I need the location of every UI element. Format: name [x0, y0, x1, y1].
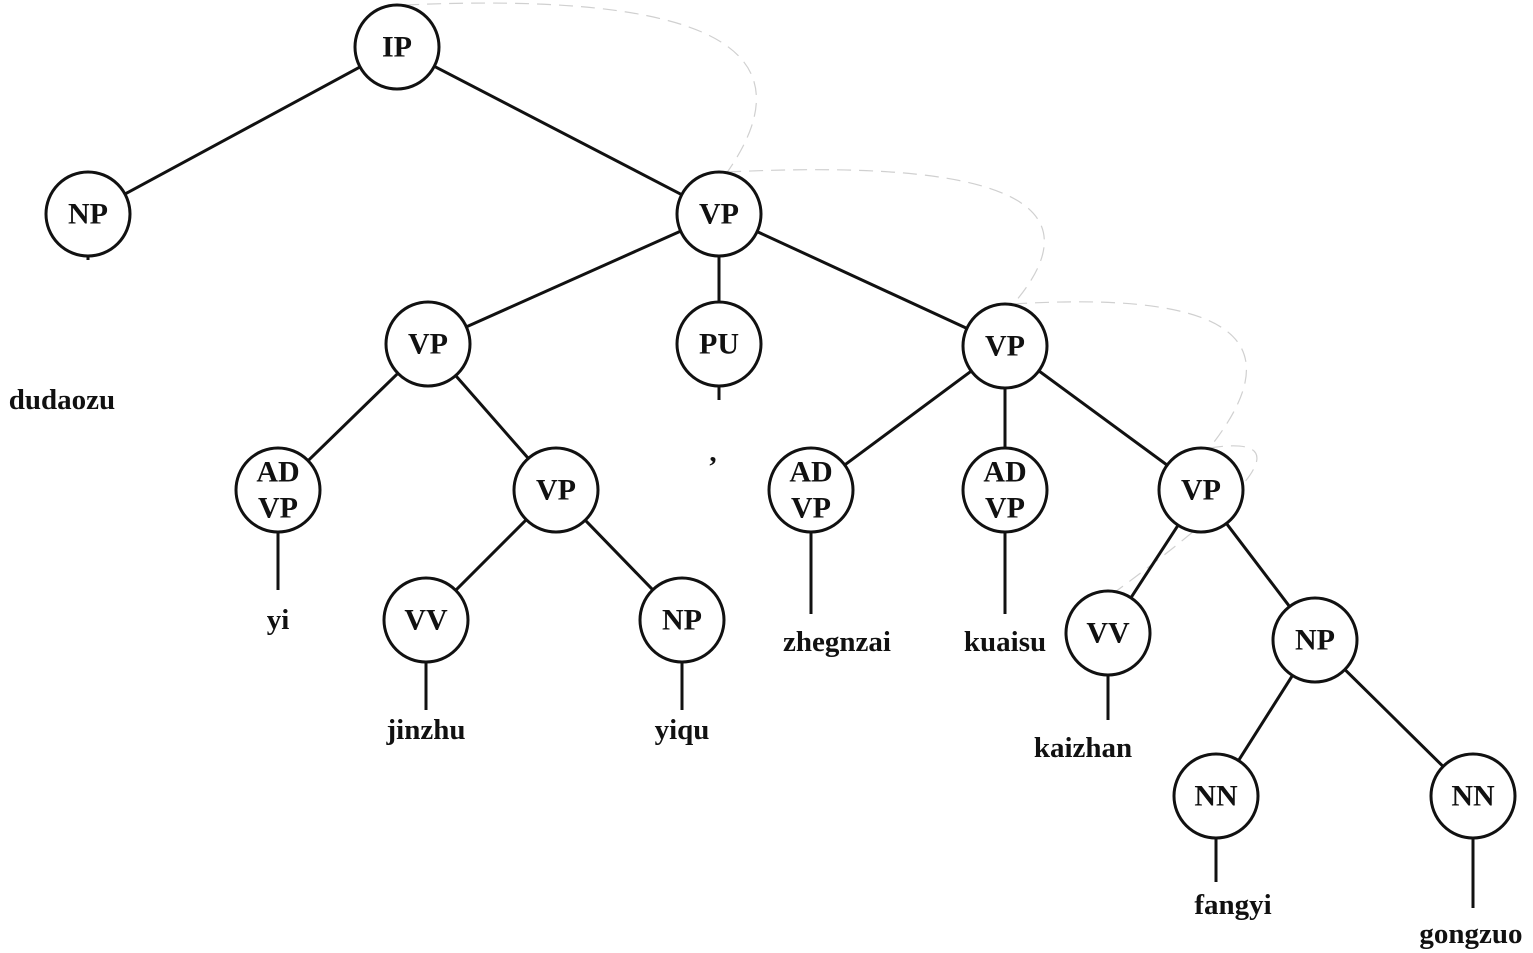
node-nn2: NN: [1429, 752, 1517, 840]
node-label: NN: [1451, 780, 1495, 813]
edge-vp2-advp1: [307, 372, 399, 462]
node-label: NP: [1295, 624, 1335, 657]
node-nn1: NN: [1172, 752, 1260, 840]
node-np3: NP: [1271, 596, 1359, 684]
edge-vp4-np2: [584, 519, 654, 591]
edge-vp5-np3: [1225, 522, 1291, 608]
node-label: VP: [258, 492, 298, 525]
leaf-word: ,: [709, 436, 716, 468]
edge-np3-nn2: [1343, 668, 1445, 768]
leaf-word: jinzhu: [386, 714, 466, 746]
leaf-word: zhegnzai: [783, 626, 891, 658]
head-arc-vp3: [1012, 301, 1248, 449]
leaf-word: gongzuo: [1419, 918, 1522, 950]
node-label: VV: [1086, 617, 1130, 650]
node-circle: [512, 446, 600, 534]
node-vp5: VP: [1157, 446, 1245, 534]
node-circle: [384, 300, 472, 388]
leaf-word: yi: [267, 604, 290, 636]
node-label: VP: [985, 330, 1025, 363]
leaf-word: kuaisu: [964, 626, 1046, 658]
node-circle: [353, 3, 441, 91]
node-label: NN: [1194, 780, 1238, 813]
node-vp1: VP: [675, 170, 763, 258]
node-label: AD: [256, 456, 299, 489]
node-circle: [1271, 596, 1359, 684]
node-label: VP: [408, 328, 448, 361]
node-ip: IP: [353, 3, 441, 91]
node-label: IP: [382, 31, 412, 64]
node-vp3: VP: [961, 302, 1049, 390]
edge-vp1-vp2: [465, 229, 682, 329]
node-circle: [961, 302, 1049, 390]
node-vv1: VV: [382, 576, 470, 664]
edge-vp3-vp5: [1037, 369, 1169, 467]
node-np1: NP: [44, 170, 132, 258]
head-path-arcs: [404, 2, 1258, 592]
node-label: VP: [791, 492, 831, 525]
node-label: PU: [699, 328, 739, 361]
leaf-word: kaizhan: [1034, 732, 1132, 764]
edge-vp2-vp4: [454, 374, 530, 460]
tree-leaves: dudaozu, yi jinzhu yiqu zhegnzai kuaisu kaizha…: [9, 256, 1523, 950]
head-arc-vp1: [726, 169, 1045, 305]
node-vp2: VP: [384, 300, 472, 388]
leaf-word: fangyi: [1194, 889, 1271, 921]
edge-ip-vp1: [433, 65, 683, 196]
node-pu: PU: [675, 300, 763, 388]
edge-vp5-vv2: [1129, 524, 1180, 599]
node-circle: [675, 170, 763, 258]
node-label: NP: [662, 604, 702, 637]
node-label: AD: [789, 456, 832, 489]
node-vv2: VV: [1064, 589, 1152, 677]
head-arc-ip: [404, 2, 757, 173]
node-label: VP: [536, 474, 576, 507]
edge-ip-np1: [124, 65, 361, 196]
node-label: AD: [983, 456, 1026, 489]
edge-np3-nn1: [1237, 674, 1294, 762]
node-label: VP: [985, 492, 1025, 525]
head-arc-vp5: [1116, 445, 1258, 592]
tree-edges: [124, 65, 1445, 768]
node-label: VV: [404, 604, 448, 637]
node-vp4: VP: [512, 446, 600, 534]
edge-vp1-vp3: [756, 230, 968, 330]
leaf-word: yiqu: [655, 714, 710, 746]
leaf-word: dudaozu: [9, 384, 115, 416]
edge-vp4-vv1: [454, 518, 528, 592]
node-np2: NP: [638, 576, 726, 664]
node-circle: [1157, 446, 1245, 534]
edge-vp3-advp2: [843, 369, 973, 467]
node-label: VP: [1181, 474, 1221, 507]
node-label: NP: [68, 198, 108, 231]
node-label: VP: [699, 198, 739, 231]
